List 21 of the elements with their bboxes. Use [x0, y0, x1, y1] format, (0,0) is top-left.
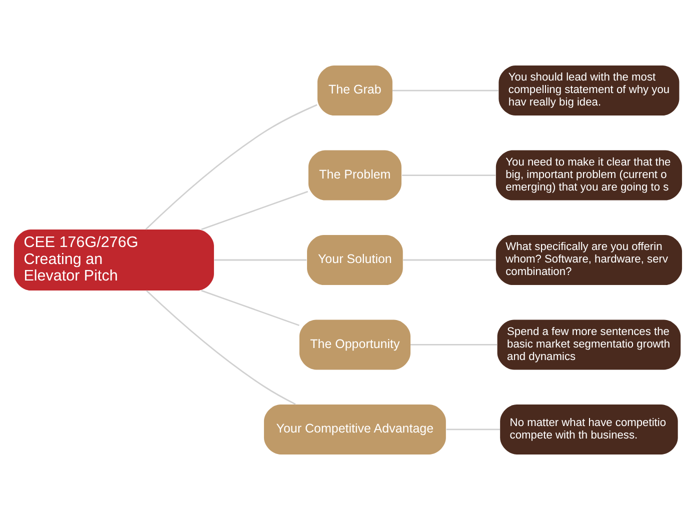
node-box: The Problem — [308, 150, 402, 200]
connector — [392, 90, 498, 92]
connector — [145, 104, 318, 230]
connector — [214, 259, 307, 261]
connector — [410, 344, 498, 346]
node-box: No matter what have competitio compete with th business. — [500, 404, 678, 454]
connector — [403, 259, 496, 261]
node-box: You should lead with the most compelling statement of why you hav really big idea. — [498, 66, 680, 116]
node-box: Spend a few more sentences the basic market segmentatio growth and dynamics — [497, 320, 681, 370]
node-box: CEE 176G/276G Creating an Elevator Pitch — [14, 229, 214, 291]
node-box: Your Competitive Advantage — [264, 404, 446, 454]
node-box: Your Solution — [307, 235, 403, 285]
node-box: The Opportunity — [299, 320, 410, 370]
node-box: You need to make it clear that the big, important problem (current o emerging) that you are going to s — [496, 150, 682, 200]
node-box: The Grab — [317, 66, 392, 116]
connector — [201, 190, 308, 230]
connector — [402, 174, 496, 176]
connector — [446, 428, 500, 430]
connector — [146, 290, 296, 405]
connector — [201, 290, 300, 326]
node-box: What specifically are you offerin whom? Software, hardware, serv combination? — [496, 235, 682, 285]
